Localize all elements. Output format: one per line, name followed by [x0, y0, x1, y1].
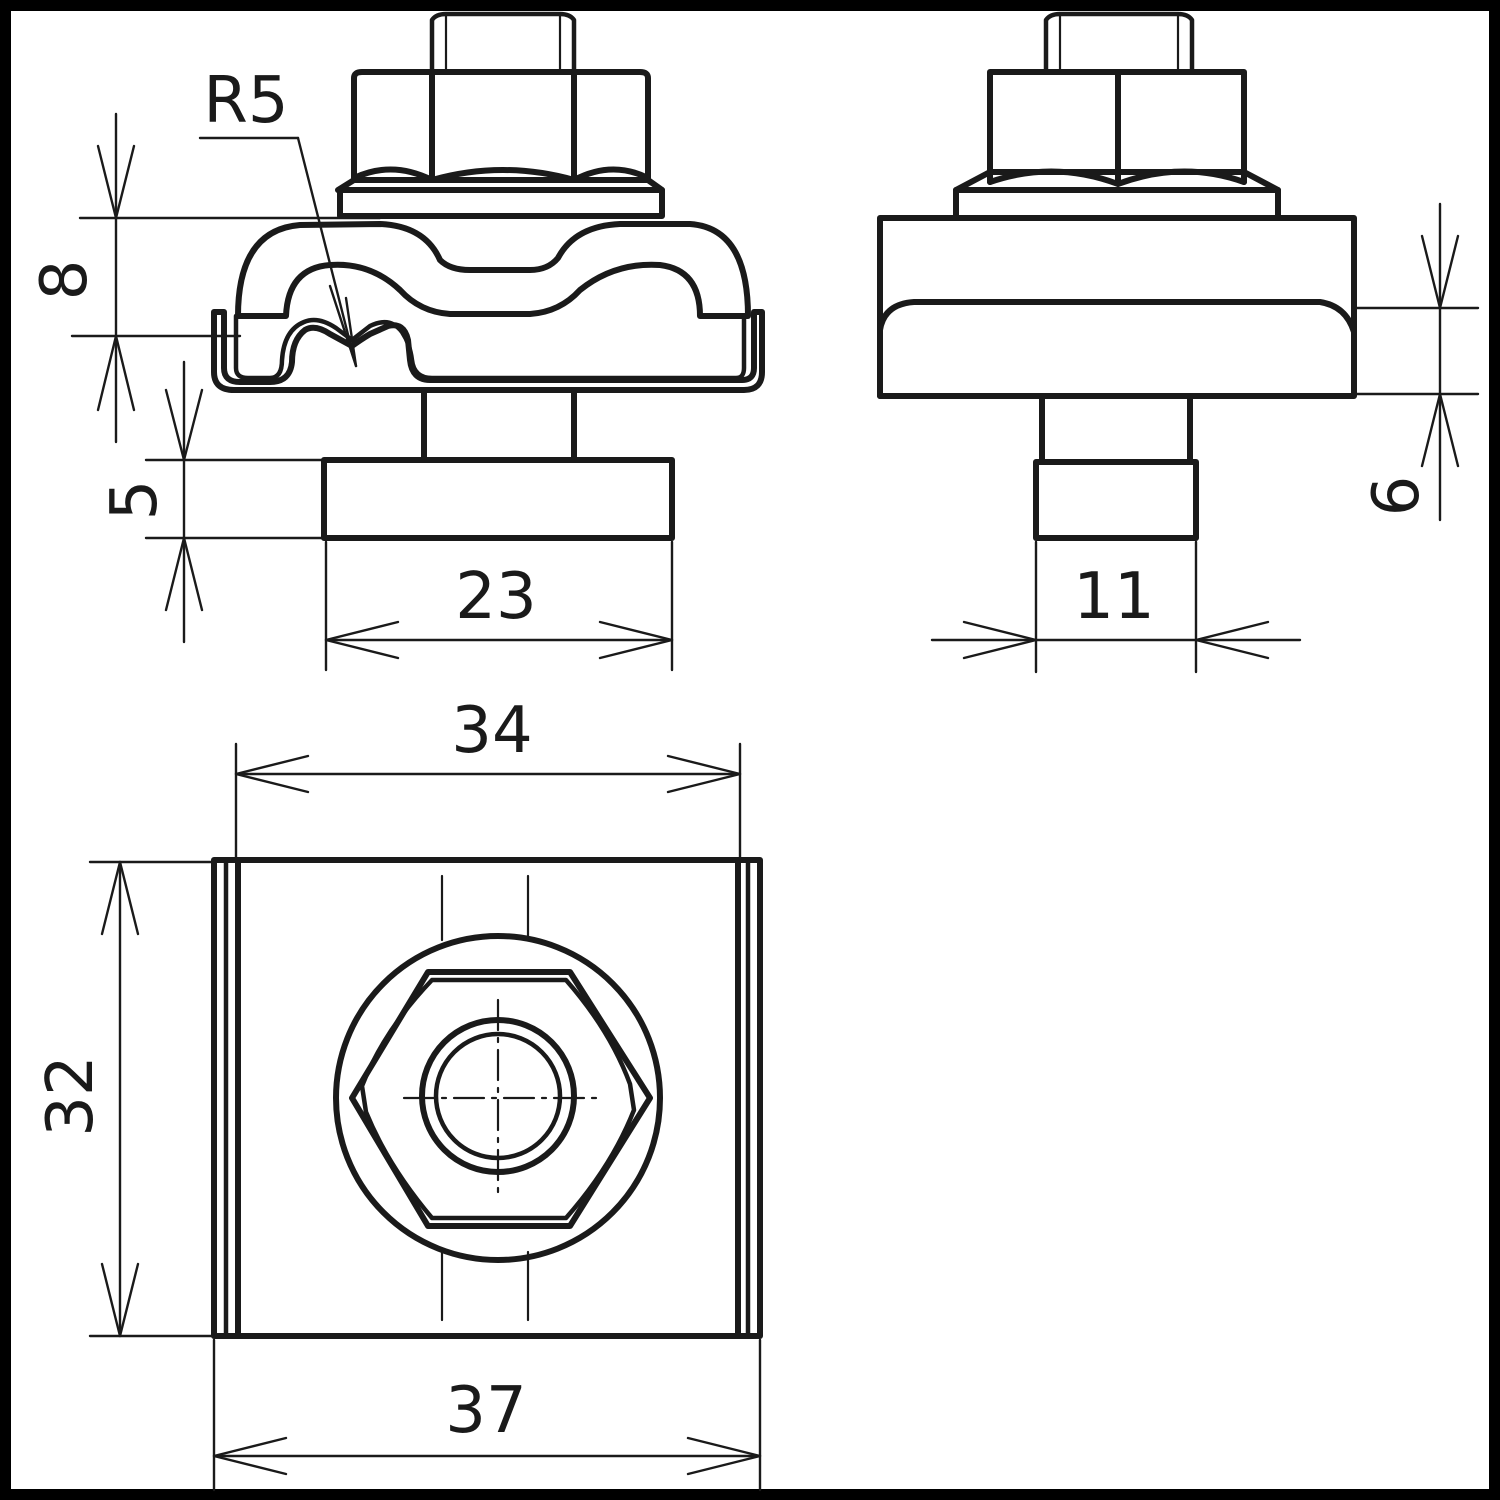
bolt-shank [421, 389, 577, 463]
dim-label-34: 34 [451, 694, 532, 768]
r5-leader-diag [296, 136, 358, 368]
dimension-32: 32 [34, 860, 216, 1338]
side-hex-nut [987, 69, 1247, 187]
r5-arrow [328, 284, 358, 368]
base-block [321, 457, 675, 541]
side-base-plate [1033, 459, 1199, 541]
hidden-shank-lines [440, 874, 530, 1322]
bolt-thread [429, 11, 577, 75]
dimension-5: 5 [98, 360, 326, 644]
dim-label-37: 37 [445, 1374, 526, 1448]
dim-label-11: 11 [1073, 560, 1154, 634]
center-marks [402, 998, 600, 1198]
saddle-clamp [235, 221, 751, 319]
hex-nut [351, 69, 651, 183]
dim-label-32: 32 [34, 1055, 108, 1136]
dimension-8: 8 [28, 112, 382, 444]
dimension-11: 11 [930, 540, 1302, 674]
dimension-23: 23 [324, 540, 674, 672]
side-clamp-body [877, 215, 1357, 399]
top-view [211, 857, 763, 1339]
wavy-clamp-plate [211, 309, 765, 393]
side-view [877, 11, 1357, 541]
washer [335, 177, 665, 219]
side-clamp-groove [877, 299, 1357, 399]
dim-label-23: 23 [455, 560, 536, 634]
washer-circle [333, 933, 663, 1263]
side-shank [1039, 393, 1193, 465]
side-bolt-thread [1043, 11, 1195, 75]
dim-label-r5: R5 [203, 64, 288, 138]
dim-label-6: 6 [1360, 476, 1434, 517]
front-view [198, 11, 765, 541]
dim-label-8: 8 [28, 260, 102, 301]
dimension-37: 37 [212, 1338, 762, 1492]
dimension-6: 6 [1352, 202, 1480, 522]
hex-nut-top [349, 969, 653, 1229]
dimension-34: 34 [234, 694, 742, 862]
top-body-outer [211, 857, 763, 1339]
dim-label-5: 5 [98, 480, 172, 521]
hex-chamfer [359, 977, 637, 1221]
